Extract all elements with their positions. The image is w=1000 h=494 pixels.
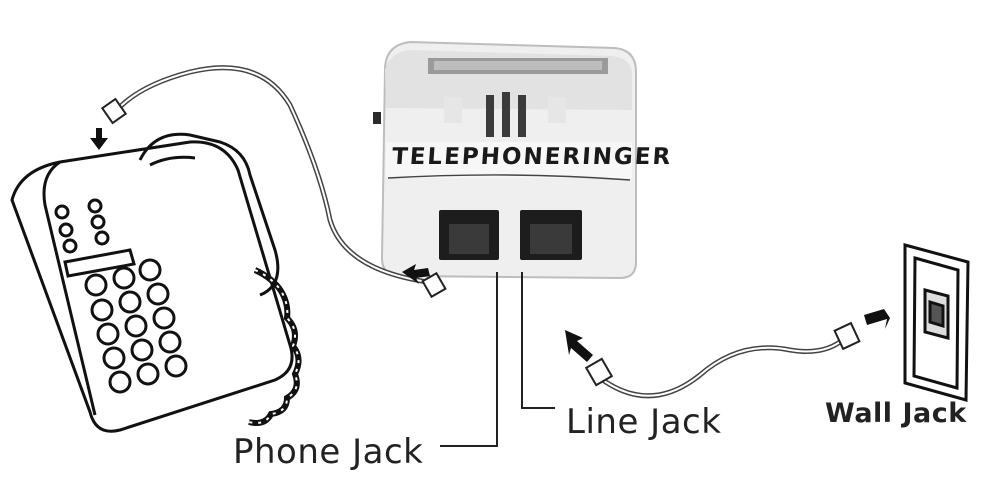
side-switch [373,112,381,124]
wall-jack-label: Wall Jack [825,398,967,429]
line-cable [584,321,861,399]
telephone-ringer-box [373,40,637,280]
callout-lines [440,272,555,447]
arrow-right-icon [864,309,890,329]
arrow-down-icon [90,128,108,150]
rj11-plug-icon [833,321,861,351]
wall-jack-illustration [903,243,970,402]
line-jack-label: Line Jack [566,402,722,442]
arrow-right-icon [402,264,430,284]
telephone-illustration [10,132,302,433]
phone-cable [100,65,447,299]
brand-label: TELEPHONERINGER [391,144,674,170]
phone-jack-label: Phone Jack [233,432,424,472]
rj11-plug-icon [100,97,128,125]
arrow-icons [90,128,890,362]
speaker-grille [444,92,566,137]
rj11-plug-icon [421,271,447,299]
arrow-up-left-icon [565,330,593,362]
rj11-plug-icon [584,357,614,387]
